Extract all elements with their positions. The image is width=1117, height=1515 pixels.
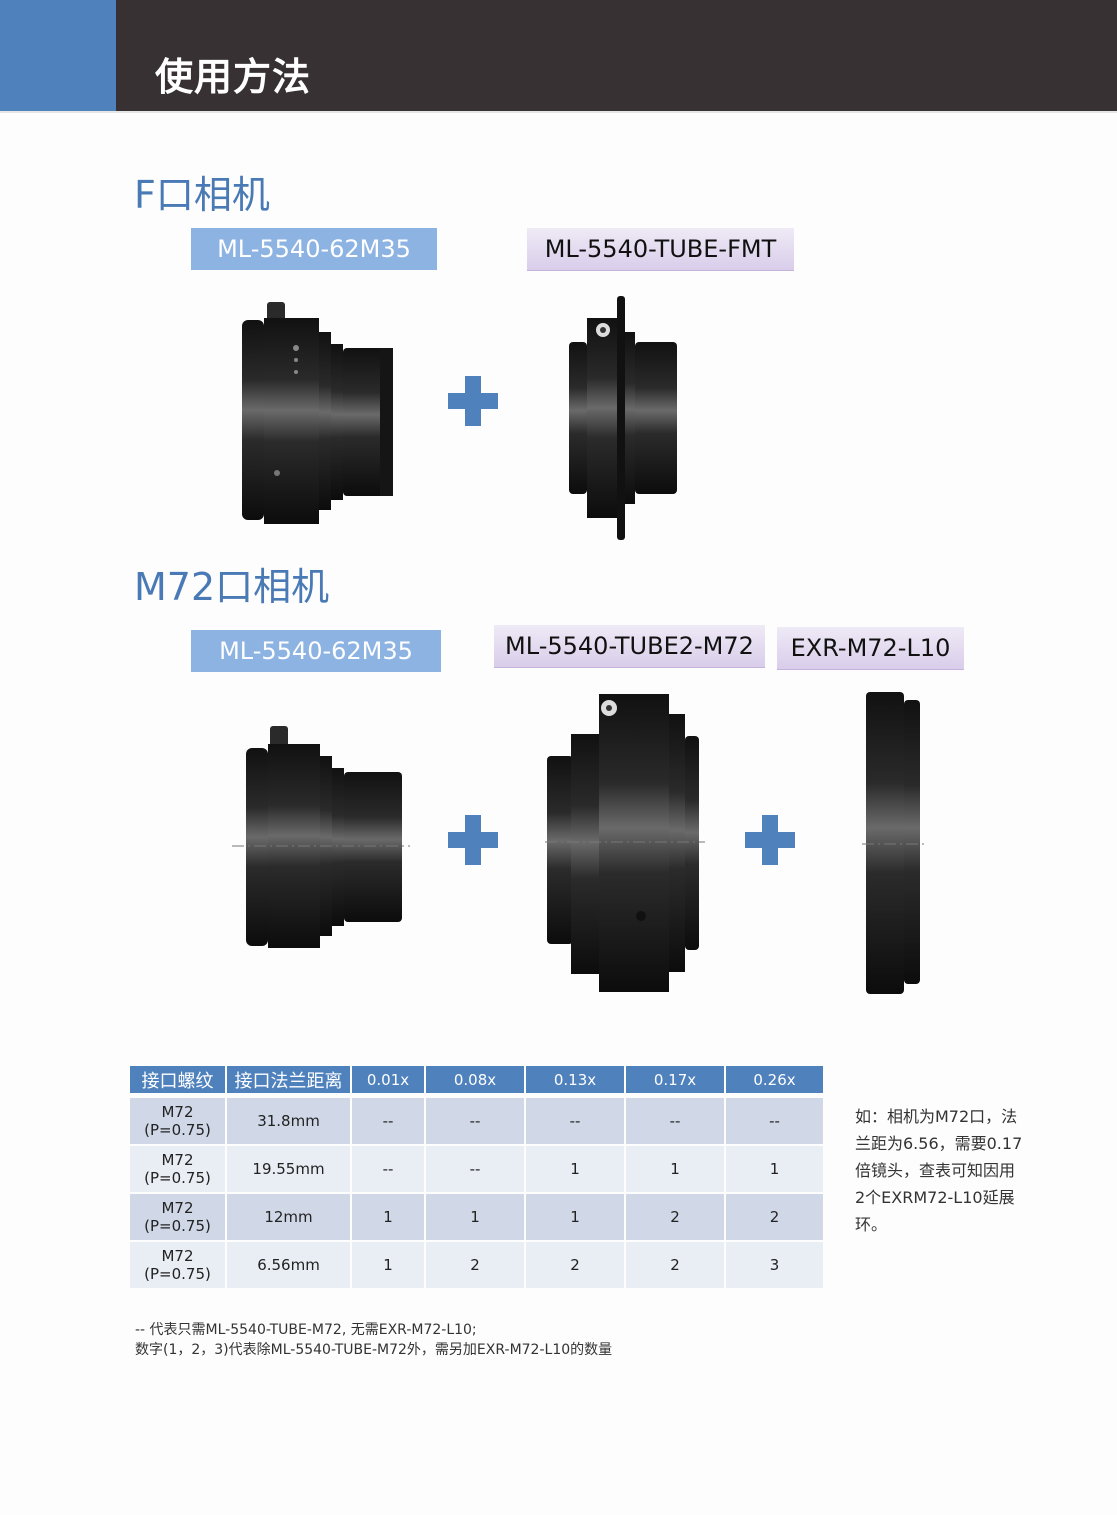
- count-cell: 1: [626, 1146, 724, 1192]
- count-cell: --: [426, 1146, 524, 1192]
- pitch-value: (P=0.75): [144, 1217, 211, 1235]
- count-cell: --: [526, 1098, 624, 1144]
- count-cell: 1: [352, 1194, 424, 1240]
- header-divider: [0, 111, 1117, 113]
- count-cell: --: [626, 1098, 724, 1144]
- count-cell: 1: [726, 1146, 823, 1192]
- count-cell: 1: [426, 1194, 524, 1240]
- table-row: M72(P=0.75) 6.56mm 1 2 2 2 3: [130, 1242, 823, 1288]
- footnotes: -- 代表只需ML-5540-TUBE-M72, 无需EXR-M72-L10; …: [135, 1320, 612, 1360]
- col-header-flange: 接口法兰距离: [227, 1066, 350, 1093]
- col-header-mag: 0.26x: [726, 1066, 823, 1093]
- footnote-dash-meaning: -- 代表只需ML-5540-TUBE-M72, 无需EXR-M72-L10;: [135, 1322, 477, 1338]
- thread-value: M72: [161, 1103, 194, 1121]
- plus-icon: [745, 815, 795, 865]
- count-cell: 1: [526, 1194, 624, 1240]
- col-header-mag: 0.17x: [626, 1066, 724, 1093]
- col-header-mag: 0.13x: [526, 1066, 624, 1093]
- table-row: M72(P=0.75) 19.55mm -- -- 1 1 1: [130, 1146, 823, 1192]
- count-cell: --: [426, 1098, 524, 1144]
- count-cell: 2: [426, 1242, 524, 1288]
- part-label-tube2-m72: ML-5540-TUBE2-M72: [494, 625, 765, 668]
- plus-icon: [448, 815, 498, 865]
- pitch-value: (P=0.75): [144, 1121, 211, 1139]
- table-header-row: 接口螺纹 接口法兰距离 0.01x 0.08x 0.13x 0.17x 0.26…: [130, 1066, 823, 1093]
- count-cell: 1: [352, 1242, 424, 1288]
- thread-value: M72: [161, 1247, 194, 1265]
- part-label-tube-fmt: ML-5540-TUBE-FMT: [527, 228, 794, 271]
- col-header-mag: 0.08x: [426, 1066, 524, 1093]
- count-cell: 3: [726, 1242, 823, 1288]
- flange-cell: 6.56mm: [227, 1242, 350, 1288]
- header-bar: [116, 0, 1117, 111]
- count-cell: 1: [526, 1146, 624, 1192]
- section-title-m72-mount: M72口相机: [134, 565, 330, 609]
- count-cell: --: [352, 1146, 424, 1192]
- example-note: 如：相机为M72口，法兰距为6.56，需要0.17倍镜头，查表可知因用2个EXR…: [855, 1107, 1023, 1234]
- lens-image: [232, 726, 410, 948]
- page-title: 使用方法: [155, 55, 312, 99]
- part-label-extension-ring: EXR-M72-L10: [777, 627, 964, 670]
- count-cell: 2: [626, 1194, 724, 1240]
- pitch-value: (P=0.75): [144, 1265, 211, 1283]
- thread-cell: M72(P=0.75): [130, 1242, 225, 1288]
- thread-cell: M72(P=0.75): [130, 1098, 225, 1144]
- flange-cell: 19.55mm: [227, 1146, 350, 1192]
- count-cell: 2: [726, 1194, 823, 1240]
- table-row: M72(P=0.75) 31.8mm -- -- -- -- --: [130, 1098, 823, 1144]
- section-title-f-mount: F口相机: [134, 173, 270, 217]
- pitch-value: (P=0.75): [144, 1169, 211, 1187]
- col-header-mag: 0.01x: [352, 1066, 424, 1093]
- flange-cell: 12mm: [227, 1194, 350, 1240]
- thread-cell: M72(P=0.75): [130, 1146, 225, 1192]
- flange-cell: 31.8mm: [227, 1098, 350, 1144]
- col-header-thread: 接口螺纹: [130, 1066, 225, 1093]
- count-cell: --: [726, 1098, 823, 1144]
- tube2-m72-image: [545, 694, 705, 992]
- thread-cell: M72(P=0.75): [130, 1194, 225, 1240]
- part-label-lens: ML-5540-62M35: [191, 630, 441, 672]
- tube-fmt-image: [569, 296, 677, 540]
- lens-image: [242, 302, 393, 524]
- extension-ring-image: [862, 692, 928, 994]
- thread-value: M72: [161, 1151, 194, 1169]
- footnote-number-meaning: 数字(1，2，3)代表除ML-5540-TUBE-M72外，需另加EXR-M72…: [135, 1342, 613, 1358]
- count-cell: 2: [626, 1242, 724, 1288]
- count-cell: 2: [526, 1242, 624, 1288]
- header-accent-block: [0, 0, 116, 111]
- compatibility-table: 接口螺纹 接口法兰距离 0.01x 0.08x 0.13x 0.17x 0.26…: [128, 1064, 825, 1290]
- plus-icon: [448, 376, 498, 426]
- part-label-lens: ML-5540-62M35: [191, 228, 437, 270]
- count-cell: --: [352, 1098, 424, 1144]
- table-row: M72(P=0.75) 12mm 1 1 1 2 2: [130, 1194, 823, 1240]
- thread-value: M72: [161, 1199, 194, 1217]
